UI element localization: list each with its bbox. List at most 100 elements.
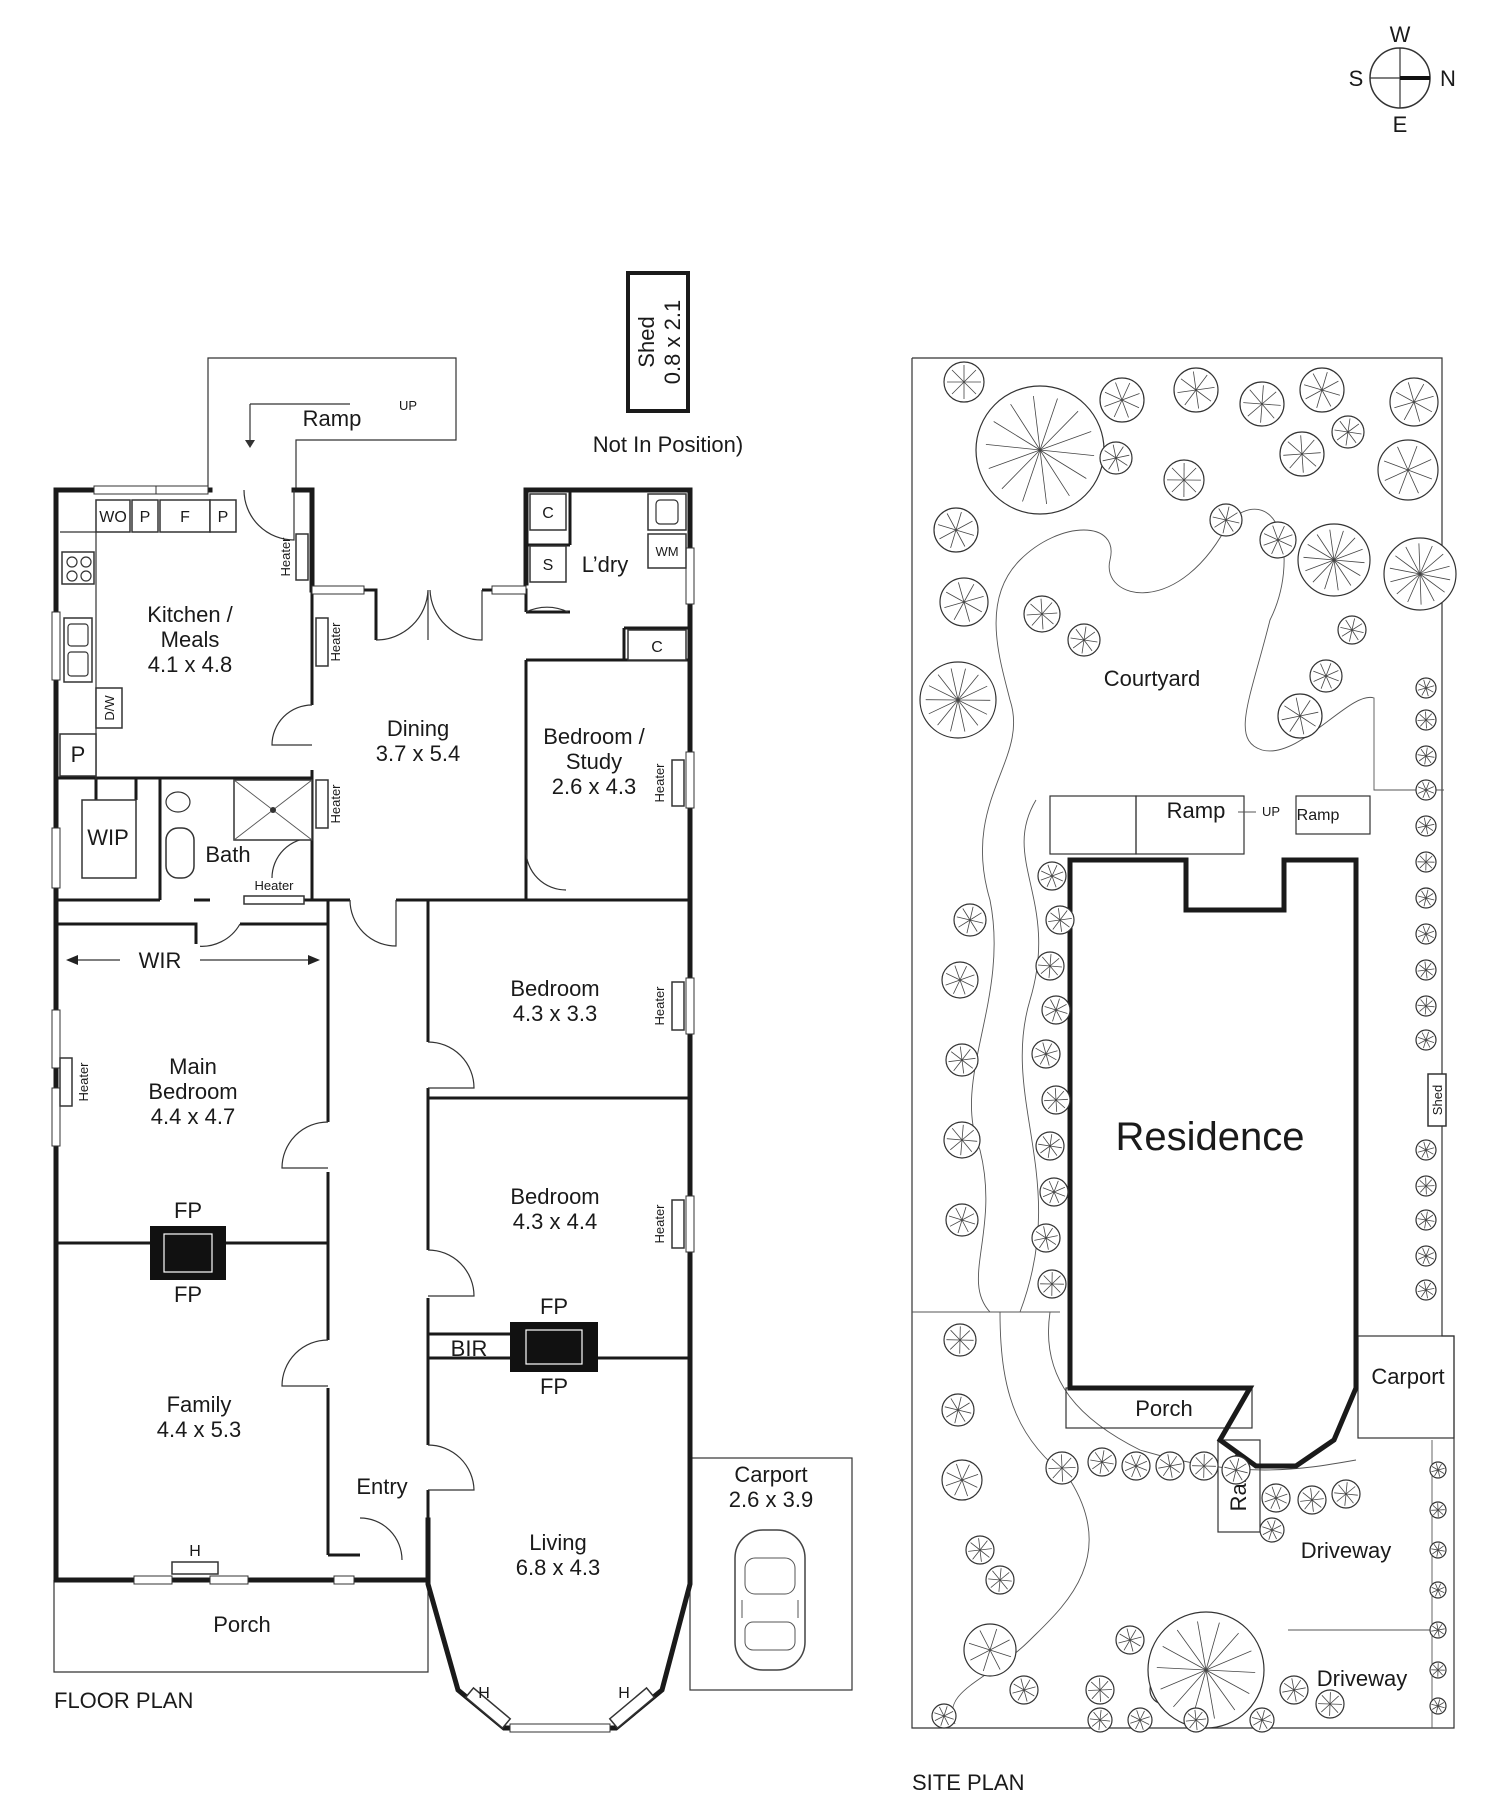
- tree-icon: [1261, 1483, 1291, 1513]
- tree-icon: [1259, 521, 1297, 559]
- tree-icon: [1377, 439, 1439, 501]
- wir-rail: [66, 944, 320, 974]
- tree-icon: [931, 1703, 957, 1729]
- driveway-label-2: Driveway: [1317, 1666, 1407, 1691]
- tree-icon: [939, 577, 989, 627]
- site-boundary: [911, 357, 1455, 1729]
- kitchen-label: Kitchen /: [147, 602, 233, 627]
- laundry-fixtures: C S WM C: [529, 493, 687, 661]
- porch-label: Porch: [213, 1612, 270, 1637]
- tree-icon: [1429, 1501, 1447, 1519]
- heater-label-kitchen: Heater: [278, 537, 293, 577]
- tree-icon: [1299, 367, 1345, 413]
- fireplace-label-living: FP: [540, 1374, 568, 1399]
- heater-label-study: Heater: [652, 763, 667, 803]
- kitchen-fixtures: WO P F P D/W P: [59, 499, 237, 879]
- main-bedroom-label-2: Bedroom: [148, 1079, 237, 1104]
- entry-label: Entry: [356, 1474, 407, 1499]
- tree-icon: [1221, 1455, 1251, 1485]
- tree-icon: [1415, 1029, 1437, 1051]
- fireplace-label-main: FP: [174, 1198, 202, 1223]
- tree-icon: [1337, 615, 1367, 645]
- heater-label-living-1: H: [478, 1685, 490, 1702]
- tree-icon: [1297, 1485, 1327, 1515]
- dining-dimensions: 3.7 x 5.4: [376, 741, 460, 766]
- shed-dimensions: 0.8 x 2.1: [660, 300, 685, 384]
- compass: W E S N: [1349, 22, 1456, 137]
- tree-icon: [1279, 1675, 1309, 1705]
- tree-icon: [1041, 1085, 1071, 1115]
- site-plan-caption: SITE PLAN: [912, 1770, 1024, 1795]
- dining-label: Dining: [387, 716, 449, 741]
- tree-icon: [1045, 905, 1075, 935]
- tree-icon: [1297, 523, 1371, 597]
- family-dimensions: 4.4 x 5.3: [157, 1417, 241, 1442]
- bedroom-study-dimensions: 2.6 x 4.3: [552, 774, 636, 799]
- tree-icon: [1085, 1675, 1115, 1705]
- cupboard-label-2: C: [651, 639, 663, 656]
- tree-icon: [1031, 1223, 1061, 1253]
- ramp-label: Ramp: [303, 406, 362, 431]
- main-bedroom-label: Main: [169, 1054, 217, 1079]
- wip-label: WIP: [87, 825, 129, 850]
- carport-dimensions: 2.6 x 3.9: [729, 1487, 813, 1512]
- tree-icon: [1389, 377, 1439, 427]
- tree-icon: [1115, 1625, 1145, 1655]
- tree-icon: [919, 661, 997, 739]
- floor-plan: Shed 0.8 x 2.1 Not In Position) Ramp UP …: [51, 271, 853, 1733]
- tree-icon: [1039, 1177, 1069, 1207]
- living-dimensions: 6.8 x 4.3: [516, 1555, 600, 1580]
- tree-icon: [1429, 1541, 1447, 1559]
- wall-oven-label: WO: [99, 509, 127, 526]
- trees: [919, 361, 1457, 1733]
- tree-icon: [1249, 1707, 1275, 1733]
- heater-label-bedroom-2: Heater: [652, 986, 667, 1026]
- floor-plan-caption: FLOOR PLAN: [54, 1688, 193, 1713]
- ramp-top: Ramp UP: [207, 357, 457, 490]
- laundry-label: L’dry: [582, 552, 628, 577]
- tree-icon: [1429, 1661, 1447, 1679]
- tree-icon: [1121, 1451, 1151, 1481]
- tree-icon: [1023, 595, 1061, 633]
- site-ramp-label: Ramp: [1167, 798, 1226, 823]
- site-ramp-up-label: UP: [1262, 804, 1280, 819]
- tree-icon: [1415, 887, 1437, 909]
- tree-icon: [1099, 441, 1133, 475]
- fireplaces: FP FP FP FP: [150, 1198, 598, 1399]
- washing-machine-label: WM: [655, 544, 678, 559]
- tree-icon: [1173, 367, 1219, 413]
- tree-icon: [1415, 1245, 1437, 1267]
- tree-icon: [1087, 1707, 1113, 1733]
- cooktop-icon: [61, 551, 95, 585]
- tree-icon: [1309, 659, 1343, 693]
- pantry-label-2: P: [218, 509, 229, 526]
- tree-icon: [1415, 1139, 1437, 1161]
- tree-icon: [1415, 709, 1437, 731]
- tree-icon: [1315, 1689, 1345, 1719]
- tree-icon: [933, 507, 979, 553]
- tree-icon: [1045, 1451, 1079, 1485]
- tree-icon: [1035, 951, 1065, 981]
- compass-north-label: N: [1440, 66, 1456, 91]
- heater-label-family: H: [189, 1543, 201, 1560]
- bir-label: BIR: [451, 1336, 488, 1361]
- tree-icon: [941, 1393, 975, 1427]
- tree-icon: [1415, 1279, 1437, 1301]
- residence-label: Residence: [1115, 1115, 1304, 1159]
- tree-icon: [1429, 1621, 1447, 1639]
- compass-west-label: W: [1390, 22, 1411, 47]
- tree-icon: [1037, 1269, 1067, 1299]
- tree-icon: [1415, 1175, 1437, 1197]
- shed-note: Not In Position): [593, 432, 743, 457]
- tree-icon: [1429, 1461, 1447, 1479]
- dishwasher-label: D/W: [102, 695, 117, 721]
- tree-icon: [943, 1323, 977, 1357]
- sink-label: S: [543, 557, 554, 574]
- tree-icon: [1189, 1451, 1219, 1481]
- heater-label-main-bedroom: Heater: [76, 1062, 91, 1102]
- tree-icon: [1415, 1209, 1437, 1231]
- bedroom-2-label: Bedroom: [510, 976, 599, 1001]
- fireplace-label-family: FP: [174, 1282, 202, 1307]
- tree-icon: [945, 1043, 979, 1077]
- tree-icon: [1183, 1707, 1209, 1733]
